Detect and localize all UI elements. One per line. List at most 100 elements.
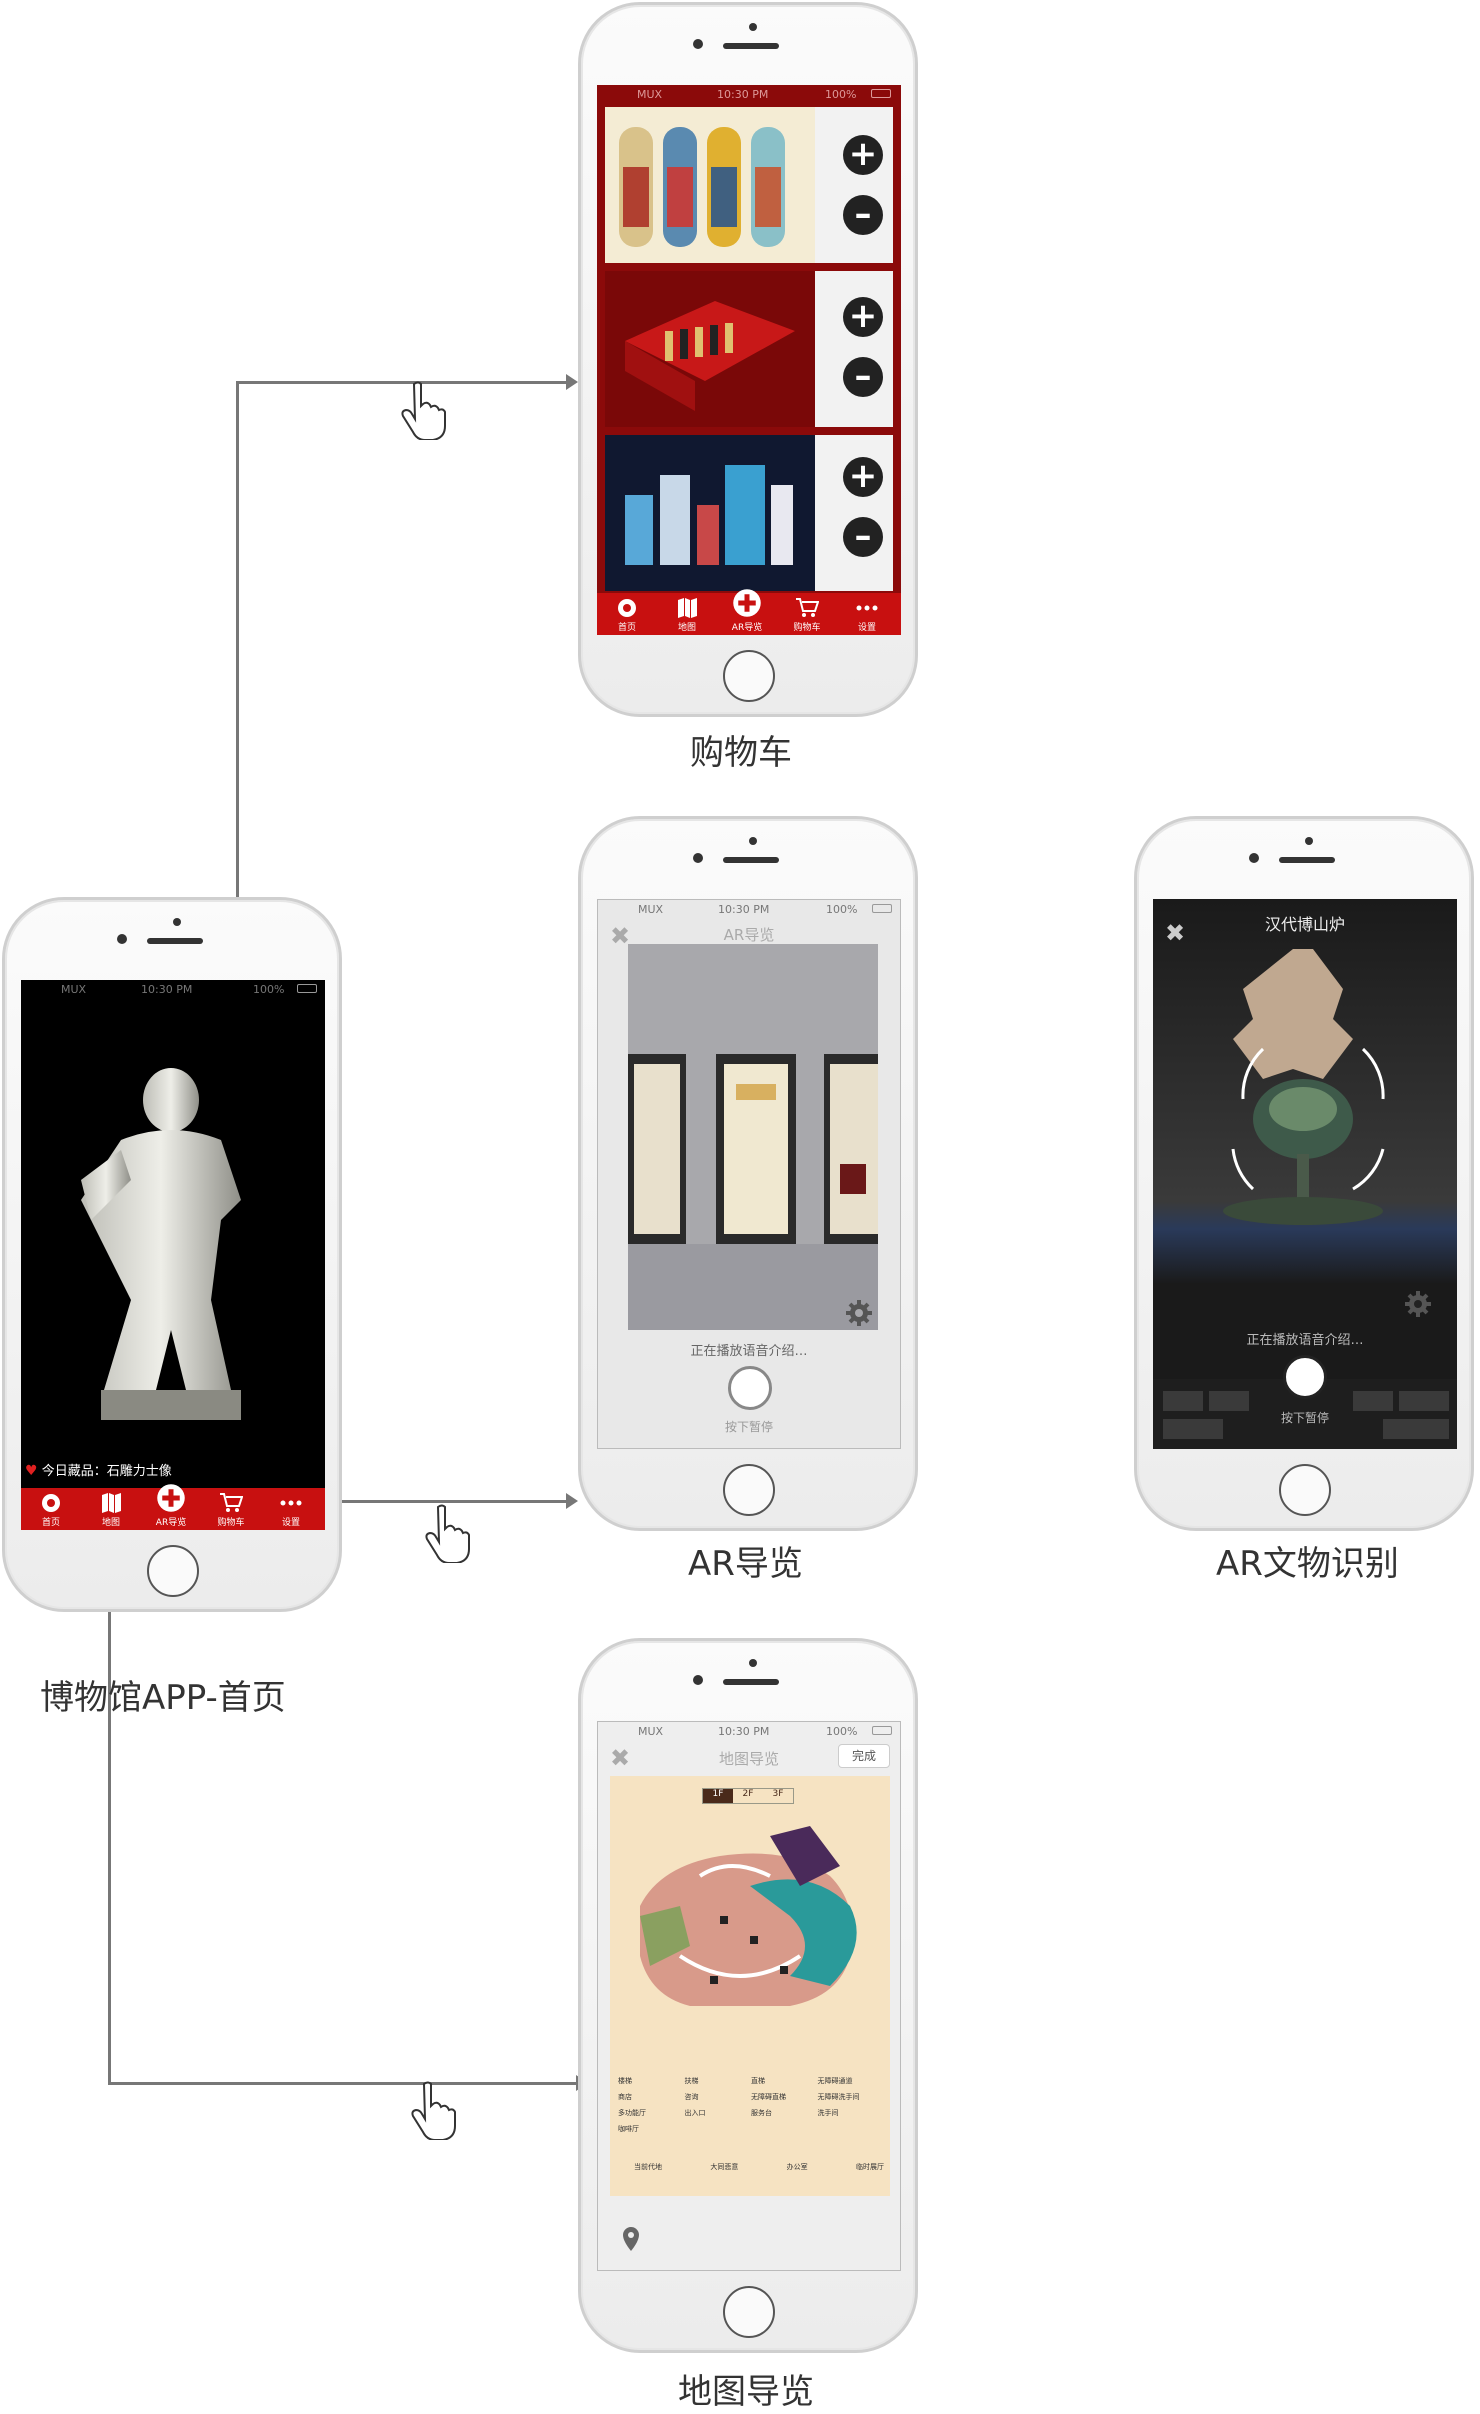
featured-label: 今日藏品：石雕力士像 (41, 1464, 172, 1479)
tab-settings[interactable]: 设置 (261, 1488, 321, 1530)
cart-tab-icon (796, 598, 819, 617)
featured-banner[interactable]: ♥ 今日藏品：石雕力士像 (25, 1460, 172, 1480)
statue-image (81, 1068, 241, 1420)
home-button[interactable] (723, 1464, 775, 1516)
speaker (147, 938, 203, 944)
tab-label: 设置 (857, 623, 876, 633)
caption-map: 地图导览 (678, 2372, 814, 2412)
close-icon[interactable]: ✖ (610, 1744, 631, 1772)
close-icon[interactable]: ✖ (1165, 919, 1186, 947)
legend-item: 楼梯 (618, 2077, 632, 2085)
caption-ar-recognition: AR文物识别 (1216, 1544, 1399, 1584)
gear-icon[interactable] (844, 1298, 874, 1328)
tab-home[interactable]: 首页 (21, 1488, 81, 1530)
floor-tab-3f[interactable]: 3F (772, 1789, 784, 1799)
tab-cart[interactable]: 购物车 (201, 1488, 261, 1530)
sensor (173, 918, 181, 926)
battery-icon (872, 1726, 892, 1735)
map-legend: 楼梯 扶梯 直梯 无障碍通道 商店 咨询 无障碍直梯 无障碍洗手间 多功能厅 出… (618, 2076, 884, 2134)
front-camera (693, 1675, 703, 1685)
zone-legend: 当前代地 大同悲意 办公室 临时展厅 (634, 2162, 884, 2172)
speaker (723, 1679, 779, 1685)
plus-button[interactable]: + (843, 457, 883, 497)
hand-pointer-icon (425, 1504, 470, 1563)
gear-icon[interactable] (1403, 1289, 1433, 1319)
sensor (749, 23, 757, 31)
tab-label: 设置 (281, 1518, 300, 1528)
legend-item: 无障碍洗手间 (817, 2093, 860, 2101)
tab-label: 首页 (617, 623, 636, 633)
close-icon[interactable]: ✖ (610, 922, 631, 950)
floor-tab-2f[interactable]: 2F (742, 1789, 754, 1799)
legend-item: 商店 (618, 2093, 632, 2101)
floor-selector: 1F 2F 3F (702, 1788, 794, 1804)
status-carrier: MUX (638, 1725, 664, 1738)
home-screen: MUX 10:30 PM 100% ♥ 今日藏品：石雕力士像 首页 地图 (21, 980, 325, 1530)
status-time: 10:30 PM (718, 903, 770, 916)
sensor (749, 837, 757, 845)
home-button[interactable] (723, 2286, 775, 2338)
product-image-coffins (605, 107, 815, 263)
hand-pointer-icon (411, 2081, 456, 2140)
ar-guide-title: AR导览 (723, 926, 775, 944)
cart-item[interactable]: + – (605, 271, 893, 427)
floor-tab-1f[interactable]: 1F (703, 1789, 733, 1803)
status-time: 10:30 PM (718, 1725, 770, 1738)
tab-label: 首页 (41, 1518, 60, 1528)
home-tab-icon (618, 599, 636, 617)
tab-ar[interactable]: AR导览 (717, 589, 777, 635)
record-button[interactable] (1283, 1355, 1327, 1399)
tab-home[interactable]: 首页 (597, 593, 657, 635)
plus-button[interactable]: + (843, 297, 883, 337)
record-button[interactable] (728, 1366, 772, 1410)
front-camera (117, 934, 127, 944)
playing-status: 正在播放语音介绍… (1246, 1333, 1364, 1348)
tab-map[interactable]: 地图 (81, 1488, 141, 1530)
caption-ar-guide: AR导览 (688, 1544, 803, 1584)
hand-pointer-icon (401, 381, 446, 440)
phone-home: MUX 10:30 PM 100% ♥ 今日藏品：石雕力士像 首页 地图 (2, 897, 342, 1612)
home-button[interactable] (147, 1545, 199, 1597)
tab-label: 地图 (101, 1518, 120, 1528)
status-time: 10:30 PM (141, 983, 193, 996)
minus-button[interactable]: – (843, 195, 883, 235)
front-camera (693, 853, 703, 863)
tab-ar[interactable]: AR导览 (141, 1484, 201, 1530)
home-button[interactable] (1279, 1464, 1331, 1516)
legend-item: 无障碍直梯 (751, 2093, 786, 2101)
status-battery: 100% (826, 1725, 858, 1738)
map-screen: MUX 10:30 PM 100% ✖ 地图导览 完成 1F 2F 3F (597, 1721, 901, 2271)
phone-cart: MUX 10:30 PM 100% + – + – (578, 2, 918, 717)
status-carrier: MUX (638, 903, 664, 916)
map-tab-icon (102, 1493, 121, 1513)
camera-view-display-cases (628, 944, 878, 1330)
tab-cart[interactable]: 购物车 (777, 593, 837, 635)
status-carrier: MUX (61, 983, 87, 996)
location-pin-icon[interactable] (622, 2226, 640, 2252)
pause-hint: 按下暂停 (724, 1420, 773, 1434)
battery-icon (871, 89, 891, 98)
home-button[interactable] (723, 650, 775, 702)
legend-item: 直梯 (751, 2077, 765, 2085)
floor-plan-map (640, 1826, 857, 2006)
phone-map: MUX 10:30 PM 100% ✖ 地图导览 完成 1F 2F 3F (578, 1638, 918, 2353)
legend-item: 服务台 (751, 2109, 772, 2117)
legend-item: 多功能厅 (618, 2109, 646, 2117)
map-tab-icon (678, 598, 697, 618)
sensor (1305, 837, 1313, 845)
minus-button[interactable]: – (843, 517, 883, 557)
playing-status: 正在播放语音介绍… (690, 1344, 808, 1359)
tab-map[interactable]: 地图 (657, 593, 717, 635)
plus-button[interactable]: + (843, 135, 883, 175)
minus-button[interactable]: – (843, 357, 883, 397)
legend-item: 扶梯 (684, 2077, 699, 2085)
front-camera (1249, 853, 1259, 863)
product-image-cosmetics (605, 435, 815, 591)
sensor (749, 1659, 757, 1667)
cart-item[interactable]: + – (605, 435, 893, 591)
tab-settings[interactable]: 设置 (837, 593, 897, 635)
cart-item[interactable]: + – (605, 107, 893, 263)
done-button[interactable]: 完成 (838, 1744, 890, 1768)
censer-artifact-image (1223, 949, 1385, 1225)
ar-recognition-screen: ✖ 汉代博山炉 正在播放语音介绍… 按下暂停 (1153, 899, 1457, 1449)
